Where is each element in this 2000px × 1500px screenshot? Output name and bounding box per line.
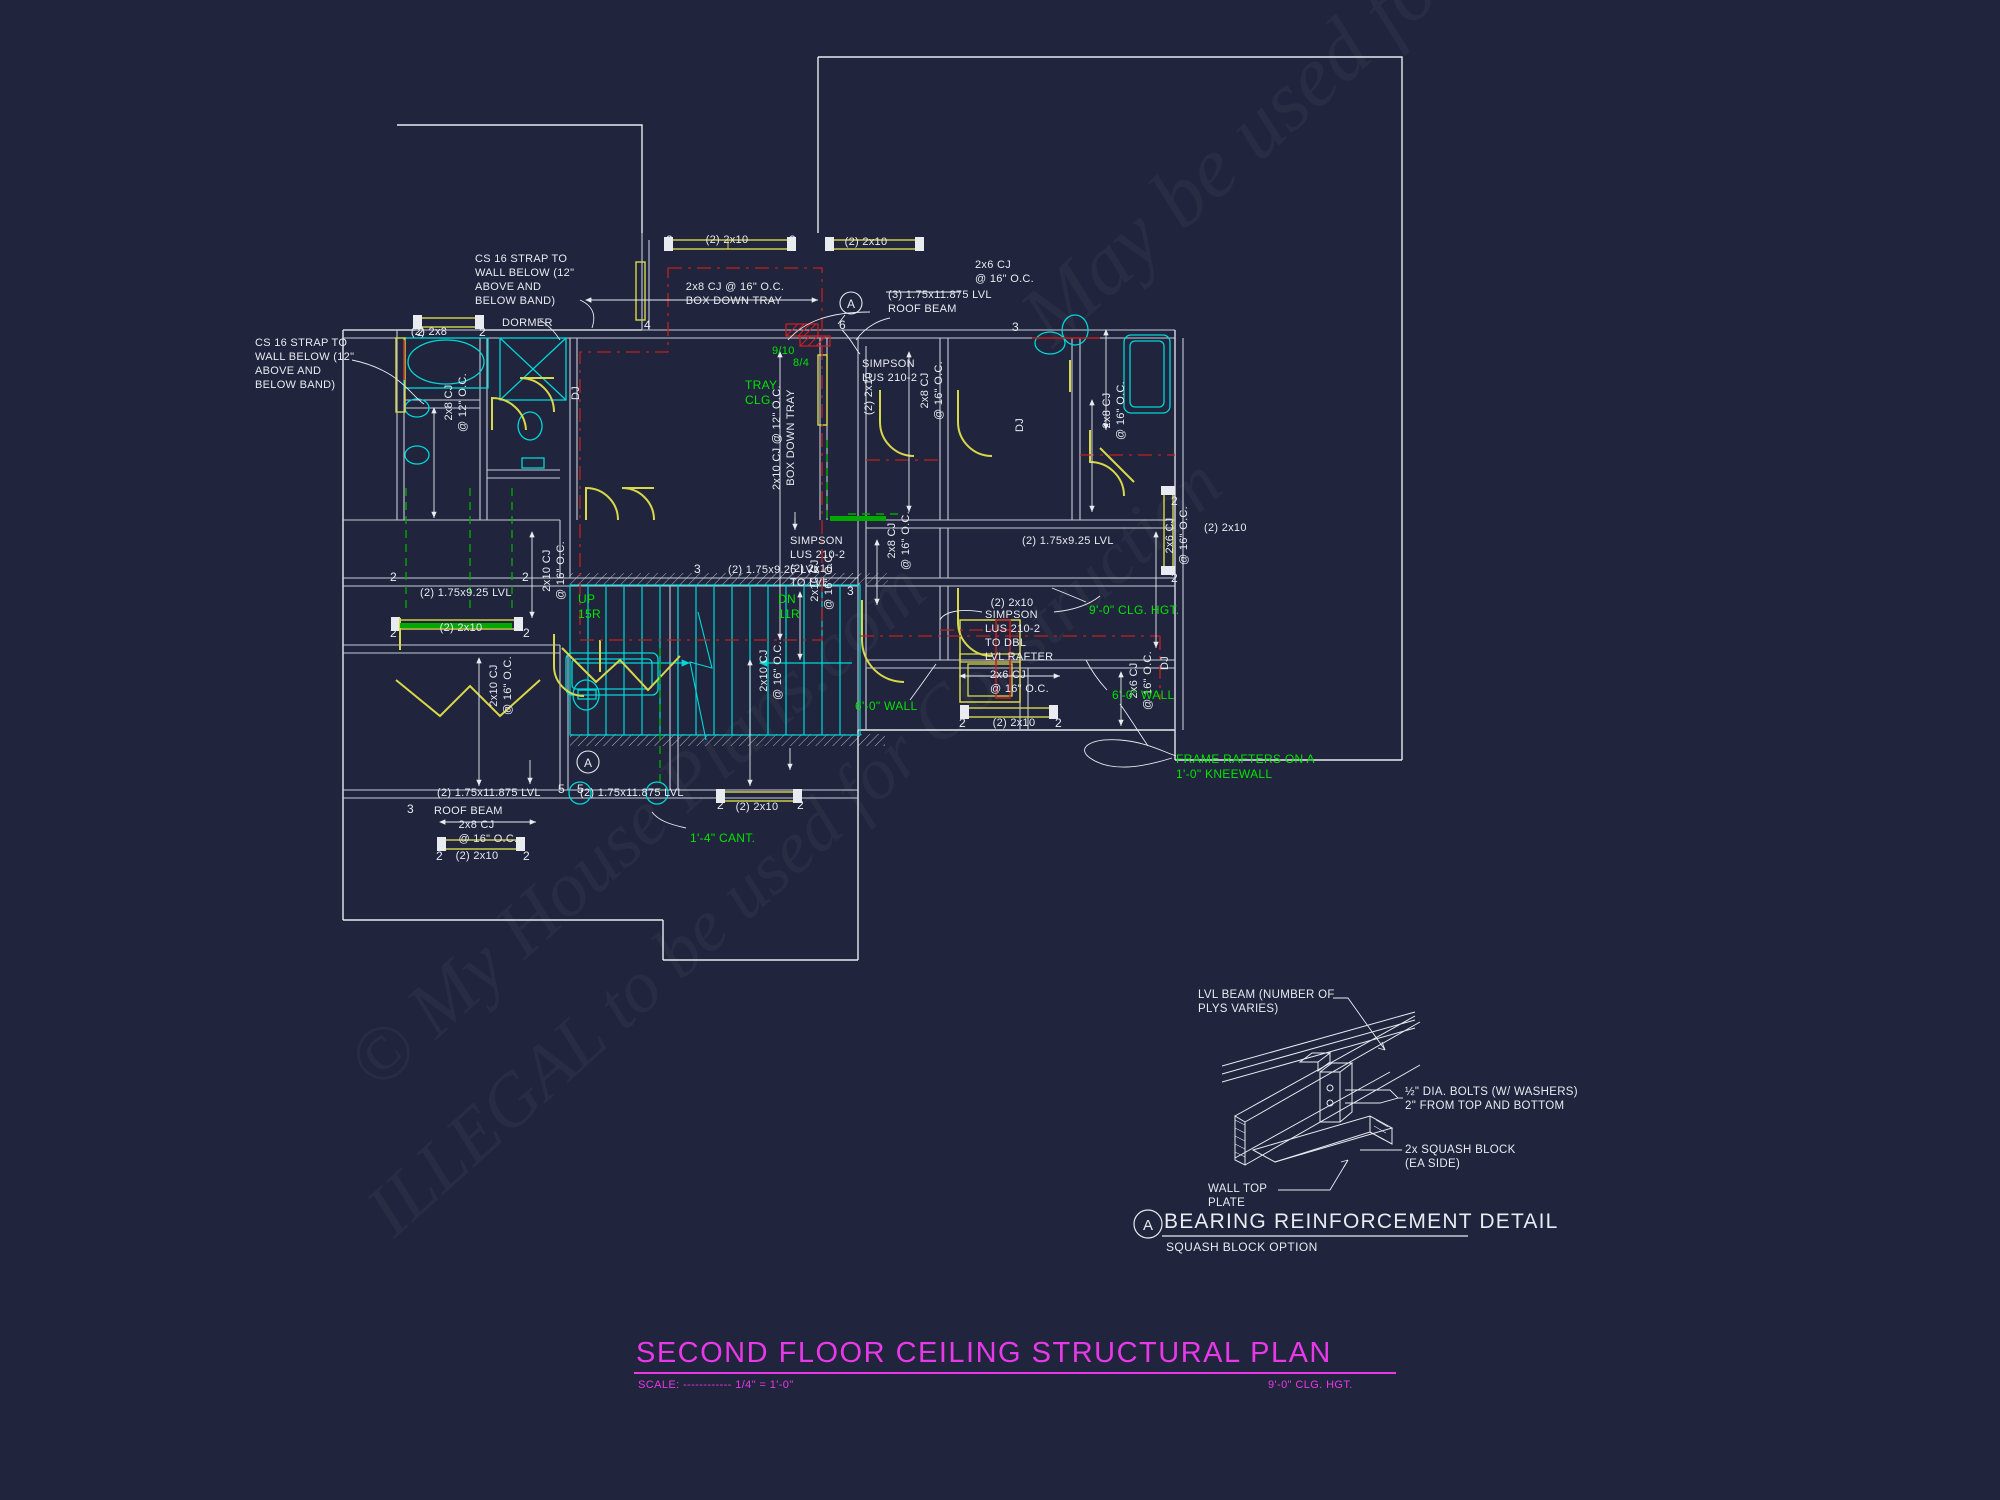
detail-callout-lvl-beam: LVL BEAM (NUMBER OF PLYS VARIES) bbox=[1198, 989, 1335, 1015]
tray-ceiling-outline bbox=[579, 267, 823, 641]
interior-walls bbox=[343, 233, 1184, 799]
green-framing-lines bbox=[405, 440, 900, 790]
detail-title: BEARING REINFORCEMENT DETAIL bbox=[1164, 1210, 1559, 1233]
svg-text:A: A bbox=[584, 756, 592, 770]
red-solid-window bbox=[403, 337, 1100, 699]
title-ceiling-height: 9'-0" CLG. HGT. bbox=[1268, 1379, 1353, 1391]
header-hatch-block bbox=[785, 323, 831, 347]
detail-bubble-plan-1[interactable]: A bbox=[837, 291, 863, 325]
beams-yellow bbox=[391, 237, 1175, 851]
stair-hatch bbox=[570, 573, 888, 746]
detail-bubble-plan-2[interactable]: A bbox=[576, 750, 600, 774]
leader-lines bbox=[351, 291, 1177, 829]
svg-text:A: A bbox=[1143, 1217, 1153, 1234]
detail-callout-squash-block: 2x SQUASH BLOCK (EA SIDE) bbox=[1405, 1144, 1516, 1170]
detail-callout-bolts: ½" DIA. BOLTS (W/ WASHERS) 2" FROM TOP A… bbox=[1405, 1086, 1578, 1112]
staircase bbox=[569, 584, 861, 741]
detail-subtitle: SQUASH BLOCK OPTION bbox=[1166, 1240, 1318, 1254]
svg-text:A: A bbox=[847, 297, 855, 311]
title-scale-label: SCALE: ------------ 1/4" = 1'-0" bbox=[638, 1379, 794, 1391]
detail-callout-wall-top-plate: WALL TOP PLATE bbox=[1208, 1183, 1268, 1209]
page-title: SECOND FLOOR CEILING STRUCTURAL PLAN bbox=[636, 1337, 1332, 1369]
bearing-reinforcement-detail-drawing bbox=[1221, 997, 1421, 1191]
building-outline bbox=[342, 56, 1403, 961]
green-beam-fill bbox=[400, 516, 886, 628]
detail-title-bubble: A bbox=[1133, 1209, 1468, 1239]
